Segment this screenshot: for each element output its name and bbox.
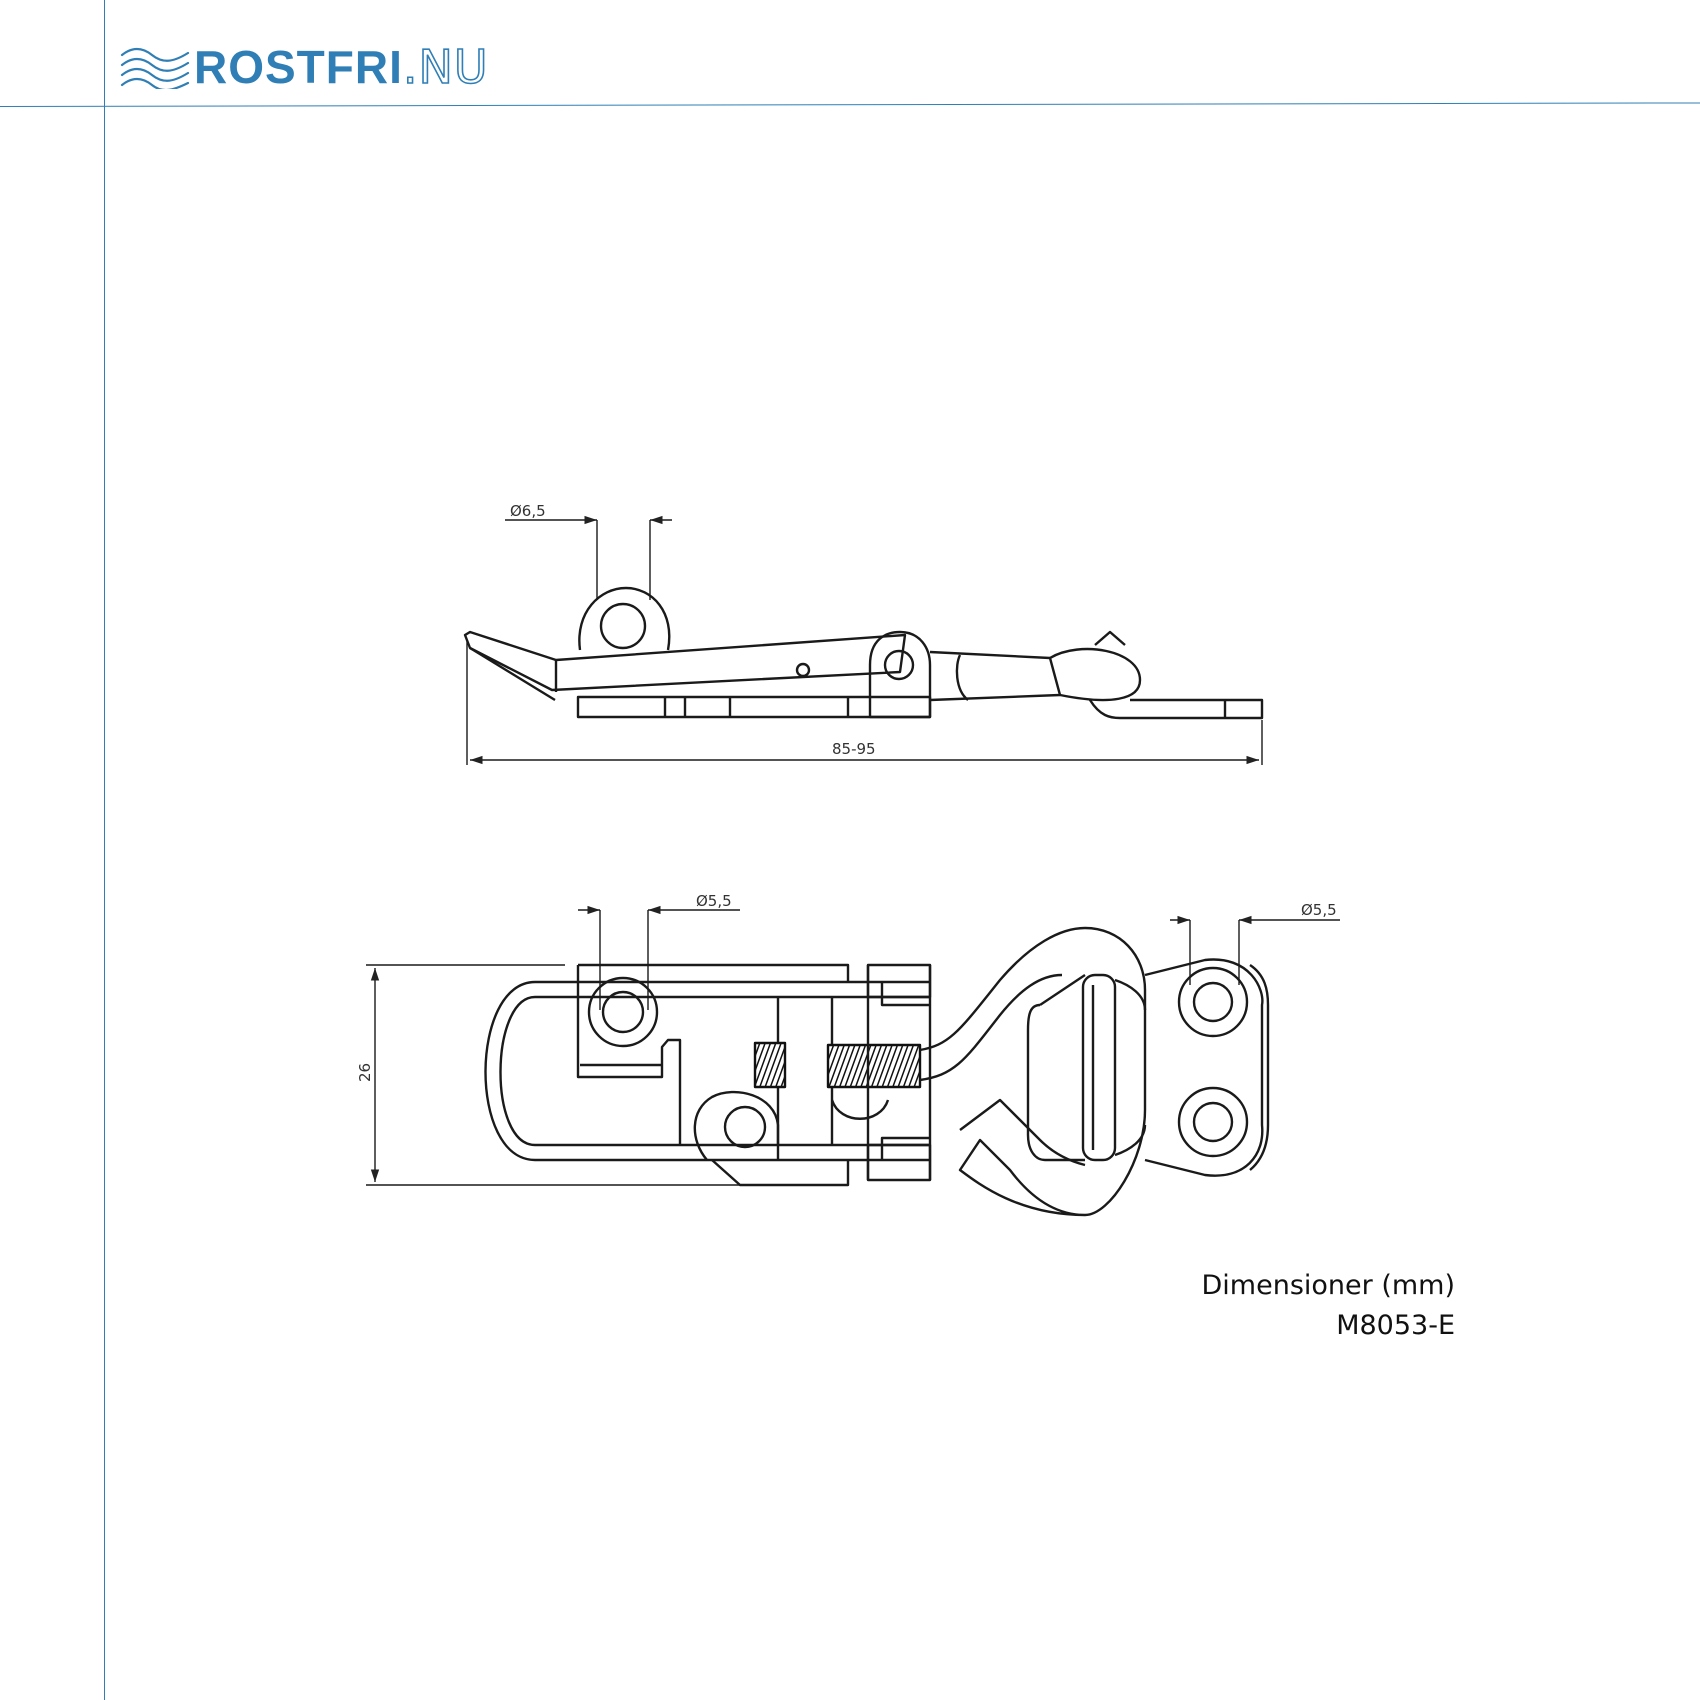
- side-length-dimension: [466, 640, 1263, 765]
- top-height-label: 26: [356, 1063, 374, 1082]
- pivot-block: [868, 630, 932, 719]
- top-hole-left-label: Ø5,5: [696, 892, 732, 910]
- side-hole-dimension: [505, 515, 672, 600]
- thread-right: [826, 1043, 922, 1089]
- side-view: [463, 515, 1264, 765]
- top-hole-right-b: [1177, 1086, 1249, 1158]
- side-hole-label: Ø6,5: [510, 502, 546, 520]
- hook-bar: [929, 650, 1062, 702]
- base-plate: [576, 695, 932, 719]
- lever-arm: [463, 630, 907, 692]
- lug-hole: [599, 602, 647, 650]
- thread-left: [753, 1041, 787, 1089]
- top-hole-left: [587, 976, 659, 1048]
- top-view: [366, 905, 1340, 1217]
- hook: [919, 926, 1147, 1217]
- brand-name: ROSTFRI .NU: [194, 39, 489, 95]
- top-hole-left-dimension: [578, 905, 740, 1010]
- lever-lug: [578, 586, 671, 651]
- brand-name-main: ROSTFRI: [194, 41, 403, 93]
- keeper-plate: [1088, 698, 1264, 720]
- margin-line: [104, 0, 105, 1700]
- top-height-dimension: [366, 964, 740, 1186]
- keeper: [1144, 958, 1264, 1177]
- top-hole-right-label: Ø5,5: [1301, 901, 1337, 919]
- caption: Dimensioner (mm) M8053-E: [1202, 1266, 1455, 1346]
- wire-bail: [484, 980, 570, 1162]
- caption-model: M8053-E: [1336, 1310, 1455, 1341]
- side-length-label: 85-95: [832, 740, 876, 758]
- top-hole-right-dimension: [1170, 915, 1340, 985]
- lever-pin: [795, 662, 811, 678]
- caption-dimensions: Dimensioner (mm): [1201, 1270, 1455, 1301]
- top-base-plate: [576, 963, 850, 1145]
- brand-logo: ROSTFRI .NU: [120, 39, 489, 95]
- top-hole-right-a: [1177, 966, 1249, 1038]
- waves-icon: [120, 47, 190, 89]
- brand-name-tld: .NU: [402, 39, 489, 95]
